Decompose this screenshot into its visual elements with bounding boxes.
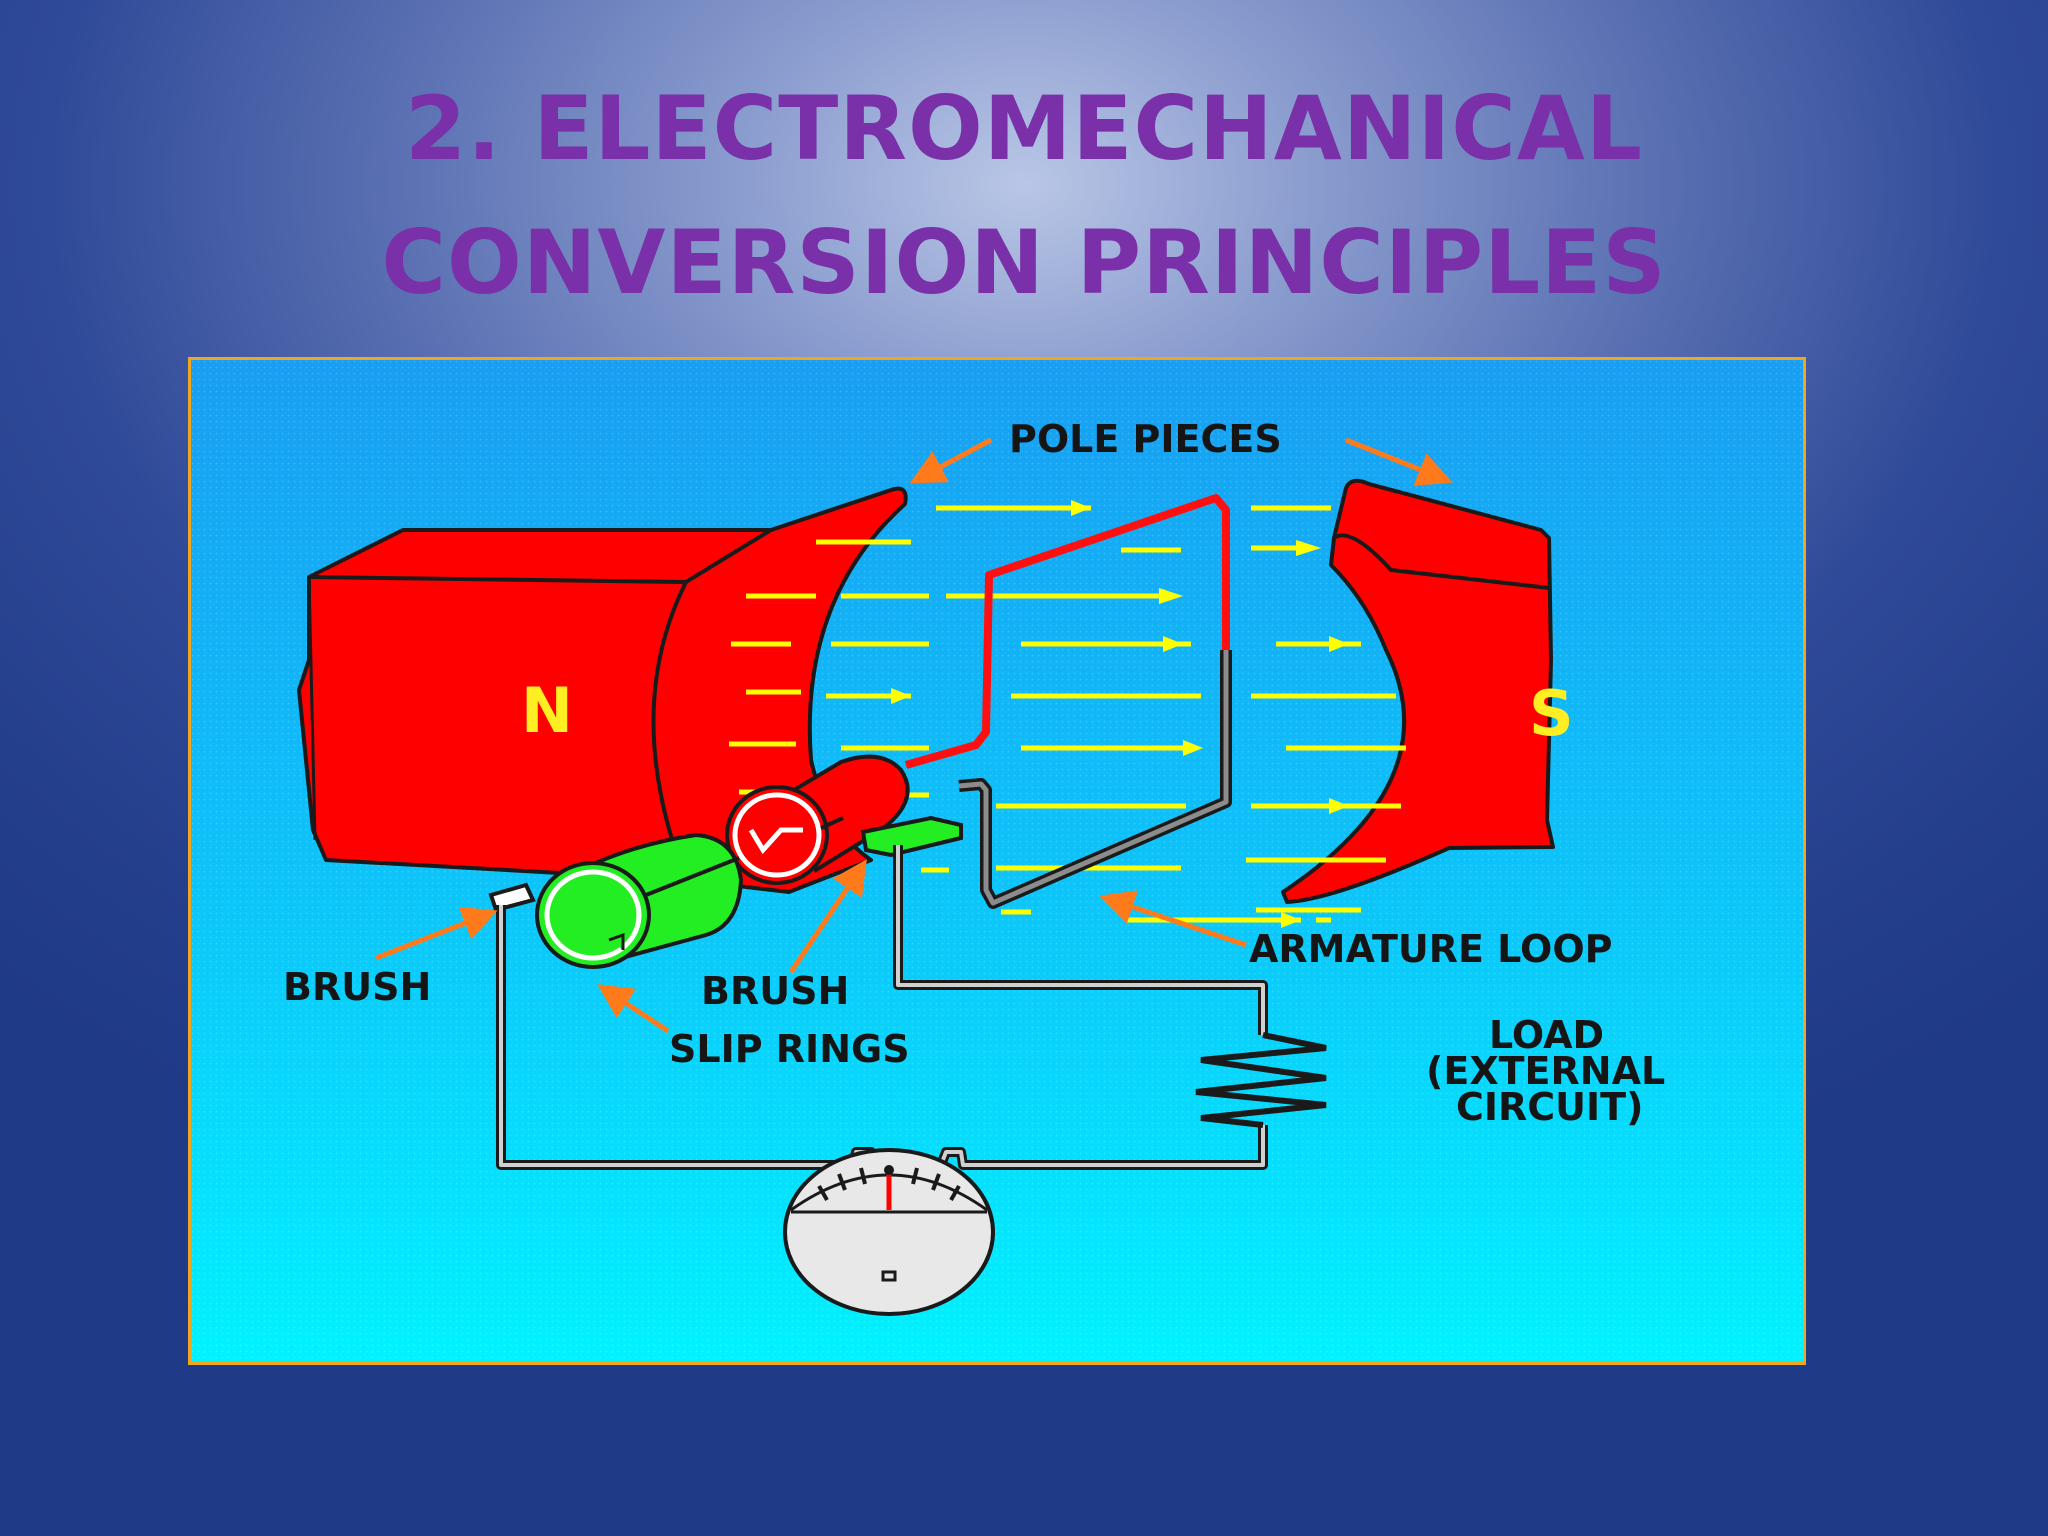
generator-diagram: N S POLE PIECES ARMATURE LOOP BRUSH BRUS… xyxy=(188,357,1806,1365)
field-arrowheads xyxy=(891,500,1349,928)
resistor-icon xyxy=(1195,1032,1327,1128)
label-load-line3: CIRCUIT) xyxy=(1456,1085,1643,1129)
label-load-line1: LOAD xyxy=(1489,1013,1604,1057)
label-brush-left: BRUSH xyxy=(283,965,431,1009)
title-line-2: CONVERSION PRINCIPLES xyxy=(381,211,1667,314)
brush-right-icon xyxy=(860,815,963,858)
title-line-1: 2. ELECTROMECHANICAL xyxy=(405,77,1643,180)
brush-left-icon xyxy=(488,882,536,913)
galvanometer-icon xyxy=(783,1148,995,1316)
label-armature-loop: ARMATURE LOOP xyxy=(1249,927,1613,971)
slide-title: 2. ELECTROMECHANICAL CONVERSION PRINCIPL… xyxy=(0,62,2048,330)
label-brush-right: BRUSH xyxy=(701,969,849,1013)
label-pole-pieces: POLE PIECES xyxy=(1009,417,1282,461)
label-pointer-arrows xyxy=(375,437,1453,1034)
label-load-line2: (EXTERNAL xyxy=(1426,1049,1665,1093)
slip-ring-icon xyxy=(535,832,744,969)
magnet-south-icon xyxy=(1281,478,1555,904)
label-slip-rings: SLIP RINGS xyxy=(669,1027,910,1071)
rotor-cylinder-icon xyxy=(725,754,910,885)
armature-loop-icon xyxy=(904,494,1232,909)
pole-label-s: S xyxy=(1529,677,1574,750)
pole-label-n: N xyxy=(521,674,573,747)
